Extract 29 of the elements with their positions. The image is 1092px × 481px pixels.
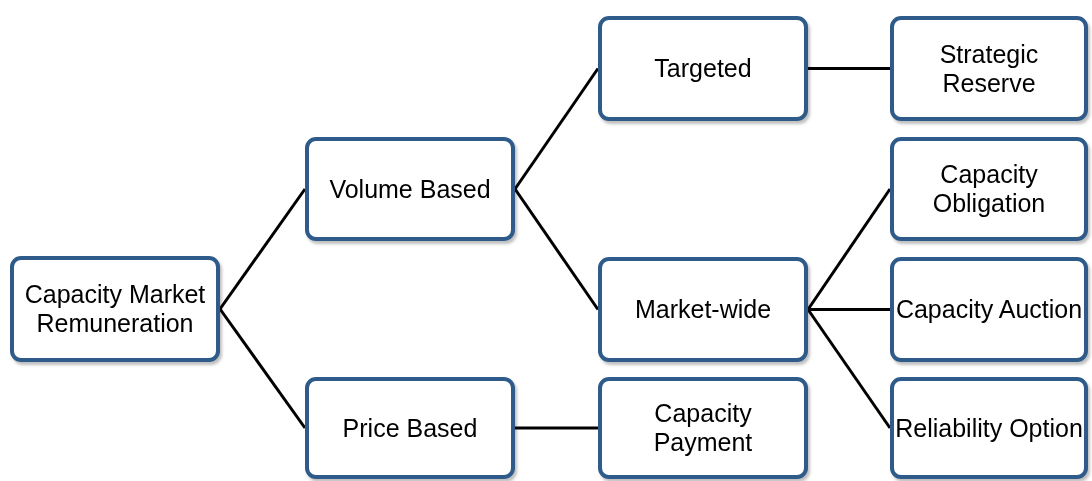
connector-line: [513, 188, 600, 311]
connector-line: [808, 308, 890, 311]
category-box: [10, 256, 220, 362]
category-box: [305, 377, 515, 479]
connector-line: [515, 426, 598, 430]
box-label: Reliability Option: [895, 413, 1083, 443]
box-label: Market-wide: [634, 295, 772, 324]
connector-line: [806, 188, 892, 311]
category-box: [598, 257, 808, 362]
box-label: Capacity Obligation: [931, 160, 1047, 218]
category-box: [890, 16, 1088, 121]
category-box: [890, 377, 1088, 479]
box-label: Volume Based: [329, 174, 491, 204]
box-label: Capacity Payment: [652, 399, 754, 457]
box-label: Capacity Market Remuneration: [23, 280, 207, 338]
category-box: [598, 377, 808, 479]
category-box: [598, 16, 808, 121]
box-label: Capacity Auction: [895, 295, 1083, 324]
connector-line: [806, 308, 892, 429]
box-label: Strategic Reserve: [938, 39, 1040, 98]
category-box: [890, 257, 1088, 362]
category-box: [890, 137, 1088, 241]
box-label: Price Based: [342, 413, 478, 443]
box-label: Targeted: [654, 54, 752, 83]
connector-line: [218, 308, 307, 429]
connector-line: [218, 188, 307, 310]
category-box: [305, 137, 515, 241]
connector-line: [513, 67, 600, 190]
connector-line: [808, 67, 890, 70]
